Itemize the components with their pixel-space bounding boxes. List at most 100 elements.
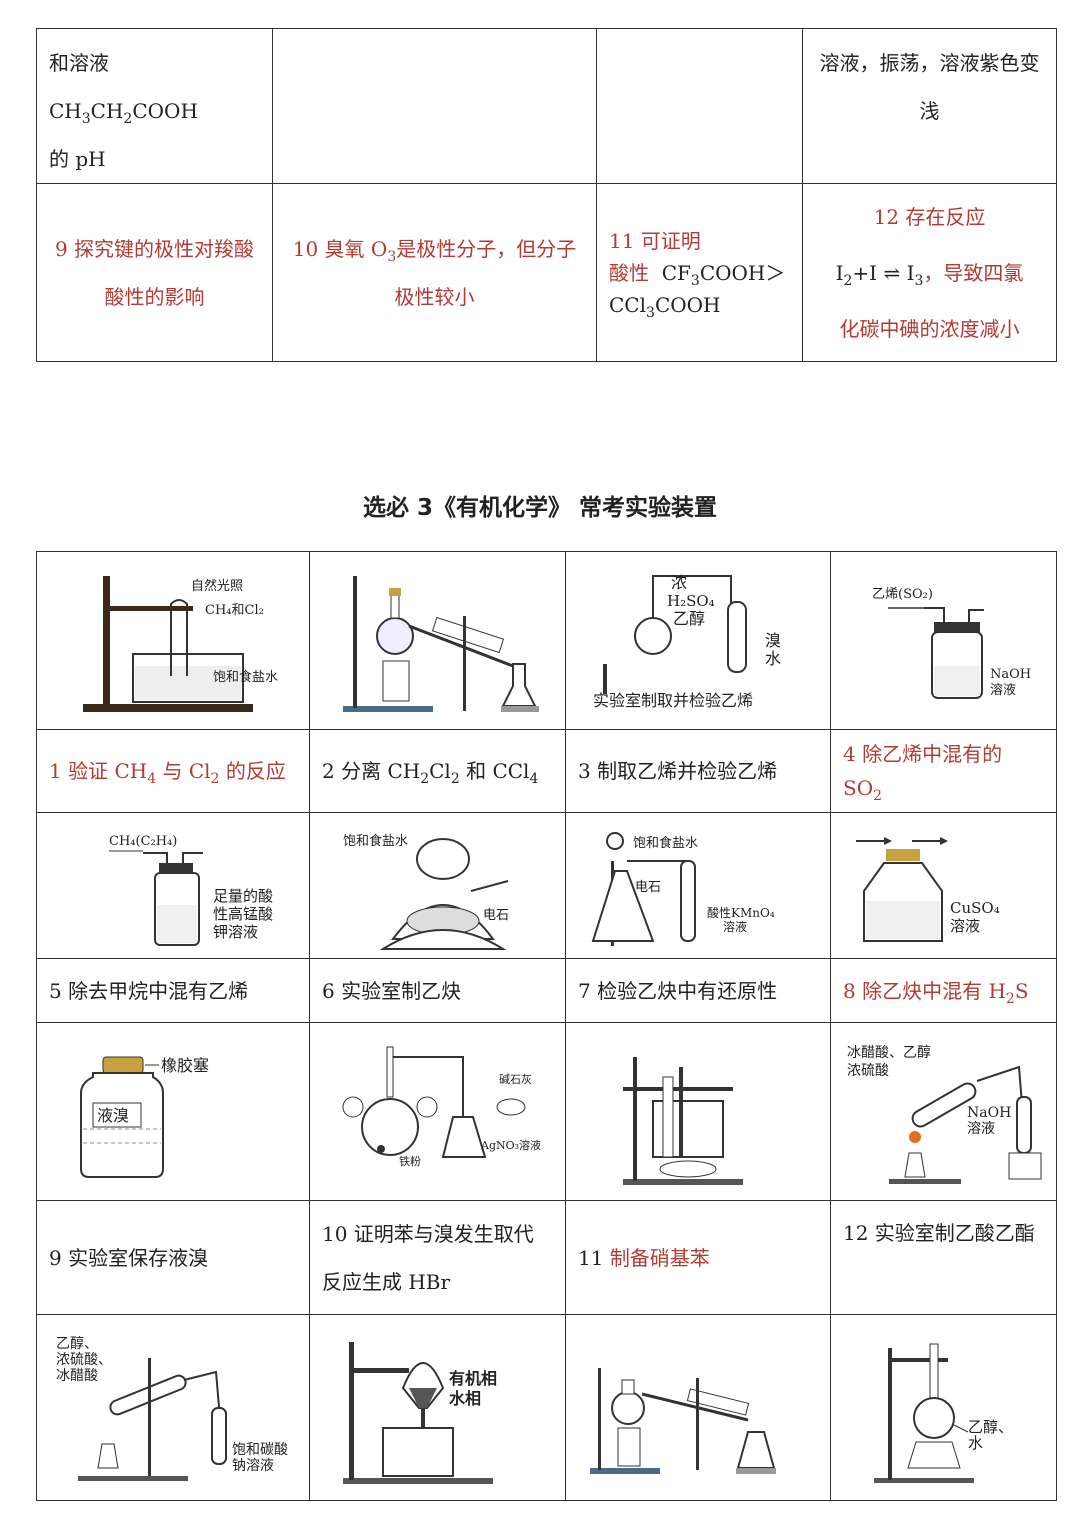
cell-text: 浅 bbox=[919, 99, 940, 123]
apparatus-image-cell: 液溴 橡胶塞 bbox=[36, 1022, 310, 1201]
apparatus-3-image: 浓 H₂SO₄ 乙醇 溴 水 实验室制取并检验乙烯 bbox=[593, 573, 781, 710]
apparatus-table: 自然光照 CH₄和Cl₂ 饱和食盐水 bbox=[36, 551, 1057, 1501]
label-text: 1 验证 CH bbox=[49, 759, 148, 783]
table-cell: 和溶液 CH3CH2COOH 的 pH bbox=[36, 28, 273, 184]
image-label: NaOH bbox=[967, 1105, 1011, 1121]
image-label: 自然光照 bbox=[191, 578, 243, 594]
cell-text: 9 探究键的极性对羧酸 bbox=[54, 236, 255, 261]
image-label: 溶液 bbox=[950, 917, 980, 935]
apparatus-4-image: 乙烯(SO₂) NaOH 溶液 bbox=[872, 587, 1031, 699]
table-cell: 11 可证明 酸性 CF3COOH＞ CCl3COOH bbox=[596, 183, 803, 362]
image-label: 性高锰酸 bbox=[213, 905, 273, 923]
apparatus-image-cell: 自然光照 CH₄和Cl₂ 饱和食盐水 bbox=[36, 551, 310, 730]
label-text: 4 除乙烯中混有的 bbox=[843, 742, 1003, 766]
image-label: 足量的酸 bbox=[213, 887, 273, 905]
image-label: 溶液 bbox=[723, 919, 747, 934]
label-text: 和 CCl bbox=[466, 759, 530, 783]
cell-text: CCl bbox=[609, 292, 647, 317]
image-label: AgNO₃溶液 bbox=[480, 1138, 541, 1152]
image-label: 钠溶液 bbox=[232, 1458, 274, 1474]
apparatus-image-cell: CH₄(C₂H₄) 足量的酸 性高锰酸 钾溶液 bbox=[36, 812, 310, 959]
image-label: CuSO₄ bbox=[950, 899, 1000, 917]
image-label: CH₄和Cl₂ bbox=[205, 603, 264, 618]
cell-text: 10 臭氧 O bbox=[292, 236, 388, 261]
cell-text: COOH bbox=[132, 99, 198, 123]
image-label: 水 bbox=[968, 1434, 983, 1452]
table-cell: 12 存在反应 I2+I ⇌ I3，导致四氯 化碳中碘的浓度减小 bbox=[802, 183, 1057, 362]
image-label: 铁粉 bbox=[399, 1155, 421, 1168]
image-label: 水 bbox=[765, 649, 781, 668]
apparatus-image-cell bbox=[565, 1022, 831, 1201]
apparatus-image-cell: 铁粉 碱石灰 AgNO₃溶液 bbox=[309, 1022, 566, 1201]
image-label: NaOH bbox=[990, 667, 1031, 682]
apparatus-image-cell: 饱和食盐水 电石 酸性KMnO₄ 溶液 bbox=[565, 812, 831, 959]
image-label: 钾溶液 bbox=[213, 923, 258, 941]
cell-text: CF bbox=[661, 260, 691, 285]
cell-text: 化碳中碘的浓度减小 bbox=[839, 316, 1020, 341]
apparatus-2-image bbox=[342, 575, 539, 712]
image-label: 酸性KMnO₄ bbox=[707, 905, 775, 920]
image-row: 自然光照 CH₄和Cl₂ 饱和食盐水 bbox=[36, 551, 1057, 730]
apparatus-6-image: 饱和食盐水 电石 bbox=[343, 833, 509, 950]
experiment-label: 8 除乙炔中混有 H2S bbox=[830, 958, 1057, 1023]
table-row: 9 探究键的极性对羧酸 酸性的影响 10 臭氧 O3是极性分子，但分子 极性较小… bbox=[36, 183, 1057, 362]
apparatus-11-image bbox=[623, 1056, 743, 1185]
image-label: 饱和食盐水 bbox=[213, 669, 278, 685]
apparatus-7-image: 饱和食盐水 电石 酸性KMnO₄ 溶液 bbox=[591, 831, 775, 946]
experiment-label: 10 证明苯与溴发生取代反应生成 HBr bbox=[309, 1200, 566, 1315]
image-label: 乙醇、 bbox=[56, 1335, 98, 1352]
apparatus-10-image: 铁粉 碱石灰 AgNO₃溶液 bbox=[342, 1046, 541, 1168]
experiment-label: 2 分离 CH2Cl2 和 CCl4 bbox=[309, 729, 566, 813]
apparatus-12-image: 冰醋酸、乙醇 浓硫酸 NaOH 溶液 bbox=[847, 1044, 1041, 1184]
apparatus-image-cell bbox=[309, 551, 566, 730]
table-cell: 溶液，振荡，溶液紫色变 浅 bbox=[802, 28, 1057, 184]
apparatus-image-cell: CuSO₄ 溶液 bbox=[830, 812, 1057, 959]
apparatus-image-cell: 浓 H₂SO₄ 乙醇 溴 水 实验室制取并检验乙烯 bbox=[565, 551, 831, 730]
image-label: 电石 bbox=[483, 908, 509, 923]
table-cell bbox=[596, 28, 803, 184]
cell-text: +I bbox=[852, 260, 878, 285]
cell-text: CH bbox=[90, 99, 124, 123]
experiment-label: 5 除去甲烷中混有乙烯 bbox=[36, 958, 310, 1023]
image-label: CH₄(C₂H₄) bbox=[109, 834, 177, 849]
image-label: 浓硫酸、 bbox=[56, 1352, 112, 1368]
image-row: 乙醇、 浓硫酸、 冰醋酸 饱和碳酸 钠溶液 bbox=[36, 1314, 1057, 1501]
image-label: 溶液 bbox=[990, 683, 1016, 698]
image-label: 实验室制取并检验乙烯 bbox=[593, 691, 753, 710]
cell-text: 酸性的影响 bbox=[104, 284, 205, 309]
cell-text: COOH＞ bbox=[699, 260, 786, 285]
label-text: 11 bbox=[578, 1245, 604, 1270]
label-text: 8 除乙炔中混有 H bbox=[843, 978, 1006, 1003]
image-label: 溶液 bbox=[967, 1121, 995, 1137]
image-row: 液溴 橡胶塞 铁粉 碱石灰 AgNO₃溶液 bbox=[36, 1022, 1057, 1201]
label-text: SO bbox=[843, 776, 874, 800]
experiment-label: 11 制备硝基苯 bbox=[565, 1200, 831, 1315]
experiment-label: 12 实验室制乙酸乙酯 bbox=[830, 1200, 1057, 1315]
cell-text: COOH bbox=[654, 292, 721, 317]
label-text: 制备硝基苯 bbox=[609, 1245, 710, 1270]
apparatus-5-image: CH₄(C₂H₄) 足量的酸 性高锰酸 钾溶液 bbox=[109, 834, 273, 946]
image-label: 电石 bbox=[635, 880, 661, 895]
label-text: 10 证明苯与溴发生取代 bbox=[322, 1221, 534, 1246]
apparatus-16-image: 乙醇、 水 bbox=[873, 1343, 1013, 1483]
label-row: 9 实验室保存液溴 10 证明苯与溴发生取代反应生成 HBr 11 制备硝基苯 … bbox=[36, 1200, 1057, 1315]
label-text: 反应生成 HBr bbox=[322, 1269, 451, 1294]
experiment-label: 9 实验室保存液溴 bbox=[36, 1200, 310, 1315]
apparatus-image-cell: 饱和食盐水 电石 bbox=[309, 812, 566, 959]
cell-text: 是极性分子，但分子 bbox=[396, 236, 577, 261]
cell-text: 11 可证明 bbox=[609, 228, 701, 253]
experiment-label: 3 制取乙烯并检验乙烯 bbox=[565, 729, 831, 813]
image-label: 浓 bbox=[671, 573, 687, 592]
image-label: 饱和食盐水 bbox=[633, 835, 698, 851]
image-label: 冰醋酸 bbox=[56, 1368, 98, 1384]
label-text: 与 Cl bbox=[162, 759, 211, 783]
apparatus-13-image: 乙醇、 浓硫酸、 冰醋酸 饱和碳酸 钠溶液 bbox=[56, 1335, 288, 1481]
apparatus-image-cell: 乙醇、 水 bbox=[830, 1314, 1057, 1501]
image-label: 乙烯(SO₂) bbox=[872, 587, 933, 602]
label-text: S bbox=[1014, 978, 1029, 1003]
cell-text: 极性较小 bbox=[394, 284, 475, 309]
equilibrium-symbol: ⇌ bbox=[883, 260, 901, 285]
apparatus-image-cell: 乙烯(SO₂) NaOH 溶液 bbox=[830, 551, 1057, 730]
cell-text: 的 pH bbox=[49, 147, 106, 171]
